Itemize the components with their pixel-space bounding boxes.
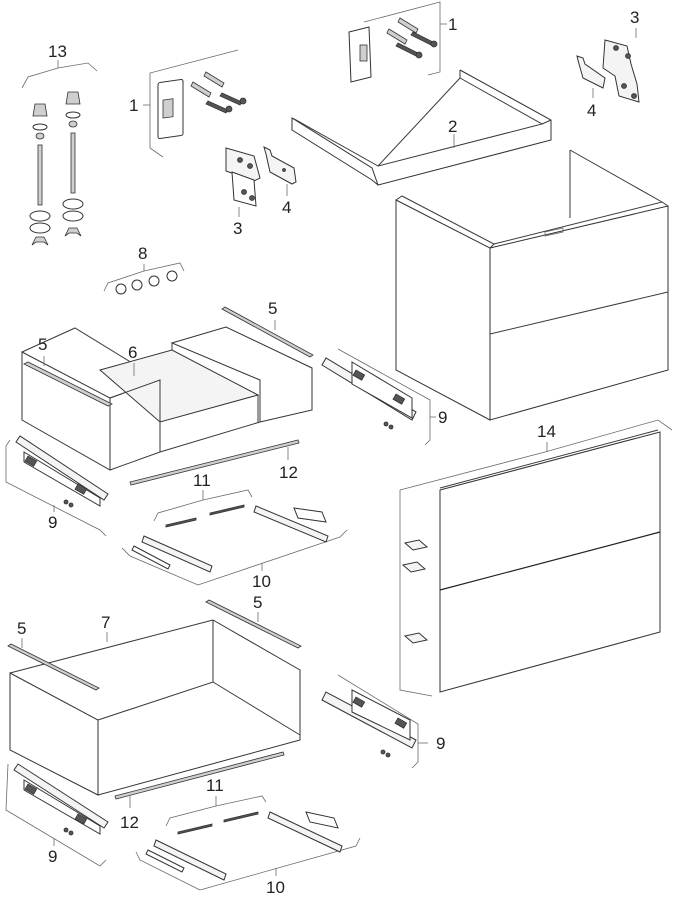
part-1-wall-bracket-left: [143, 49, 247, 158]
part-12-rod-lower: [114, 751, 285, 808]
part-9-runner-upper-right: [321, 348, 436, 446]
part-9-runner-upper-left: [5, 435, 109, 537]
part-13-mounting-bolts: [21, 60, 98, 246]
callout-6: 6: [128, 343, 137, 362]
part-4-adjuster-right: [576, 55, 606, 98]
callout-7: 7: [101, 613, 110, 632]
part-7-lower-drawer: [7, 599, 302, 796]
callout-14: 14: [537, 422, 556, 441]
part-1-wall-bracket-right: [348, 1, 447, 83]
part-3-hanger-left: [225, 147, 261, 217]
callout-12-lower: 12: [120, 813, 139, 832]
callout-9-upper-left: 9: [48, 513, 57, 532]
part-12-rod-upper: [129, 439, 300, 486]
callout-1-left: 1: [129, 96, 138, 115]
part-4-adjuster-left: [263, 146, 297, 196]
callout-3-left: 3: [233, 219, 242, 238]
callout-11-lower: 11: [206, 776, 224, 795]
part-6-upper-drawer: [21, 306, 314, 471]
part-11-clips-lower: [165, 795, 267, 835]
part-8-cover-caps: [103, 262, 185, 295]
callout-8: 8: [138, 244, 147, 263]
callout-12-upper: 12: [279, 463, 298, 482]
callout-5-upper-left: 5: [38, 335, 47, 354]
callout-3-right: 3: [630, 8, 639, 27]
callout-10-lower: 10: [266, 878, 285, 897]
callout-5-upper-right: 5: [268, 299, 277, 318]
callout-4-left: 4: [282, 198, 291, 217]
part-10-front-fixings-upper: [121, 505, 348, 586]
callout-9-lower-left: 9: [48, 847, 57, 866]
callout-11-upper: 11: [193, 471, 211, 490]
callout-13: 13: [48, 42, 67, 61]
part-9-runner-lower-right: [321, 674, 428, 769]
part-3-hanger-right: [602, 28, 640, 103]
callout-2: 2: [448, 117, 457, 136]
callout-10-upper: 10: [252, 572, 271, 591]
part-9-runner-lower-left: [5, 763, 109, 867]
part-10-front-fixings-lower: [135, 811, 361, 891]
callout-1-right: 1: [448, 15, 457, 34]
callout-5-lower-left: 5: [17, 619, 26, 638]
part-2-support-frame: [291, 69, 552, 186]
callout-9-lower-right: 9: [436, 734, 445, 753]
callout-4-right: 4: [587, 101, 596, 120]
callout-9-upper-right: 9: [438, 408, 447, 427]
cabinet-body: [395, 149, 669, 421]
callout-5-lower-right: 5: [253, 593, 262, 612]
part-11-clips-upper: [153, 489, 253, 528]
part-14-drawer-fronts: [399, 419, 673, 697]
